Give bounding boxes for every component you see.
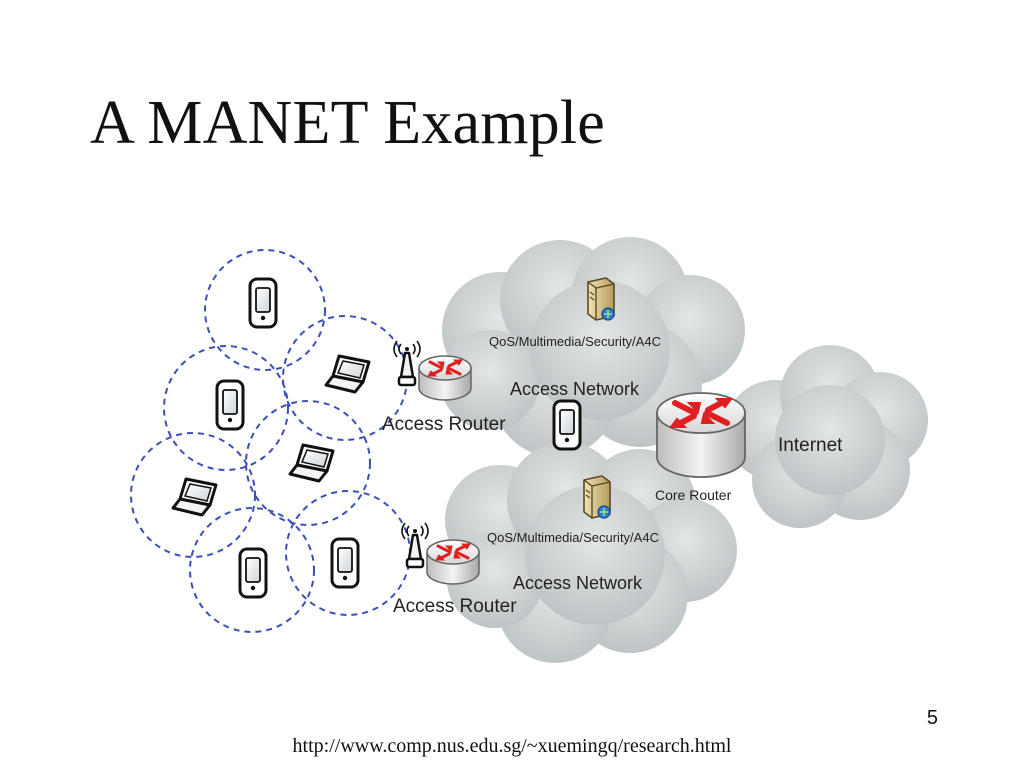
laptop-icon: [288, 443, 335, 483]
mobile-phone-icon: [330, 537, 360, 589]
laptop-icon: [171, 477, 218, 517]
coverage-circle: [130, 432, 256, 558]
access-router-label: Access Router: [382, 414, 506, 435]
source-url: http://www.comp.nus.edu.sg/~xuemingq/res…: [292, 735, 732, 757]
core-router-icon: [656, 392, 746, 478]
internet-label: Internet: [778, 435, 843, 456]
coverage-circle: [204, 249, 326, 371]
laptop-icon: [324, 354, 371, 394]
access-network-label: Access Network: [510, 379, 640, 399]
access-network-label: Access Network: [513, 573, 643, 593]
coverage-circle: [245, 400, 371, 526]
mobile-phone-icon: [248, 277, 278, 329]
mobile-phone-icon: [215, 379, 245, 431]
internet-cloud: [725, 345, 928, 528]
core-router-label: Core Router: [655, 487, 732, 503]
qos-label: QoS/Multimedia/Security/A4C: [487, 530, 659, 545]
mobile-phone-icon: [552, 399, 582, 451]
access-router-icon: [425, 538, 481, 586]
mobile-phone-icon: [238, 547, 268, 599]
server-icon: [583, 475, 611, 519]
qos-label: QoS/Multimedia/Security/A4C: [489, 334, 661, 349]
coverage-circle: [163, 345, 289, 471]
access-router-label: Access Router: [393, 596, 517, 617]
server-icon: [587, 277, 615, 321]
access-router-icon: [417, 354, 473, 402]
coverage-circle: [189, 507, 315, 633]
page-title: A MANET Example: [90, 89, 606, 157]
page-number: 5: [926, 707, 938, 729]
